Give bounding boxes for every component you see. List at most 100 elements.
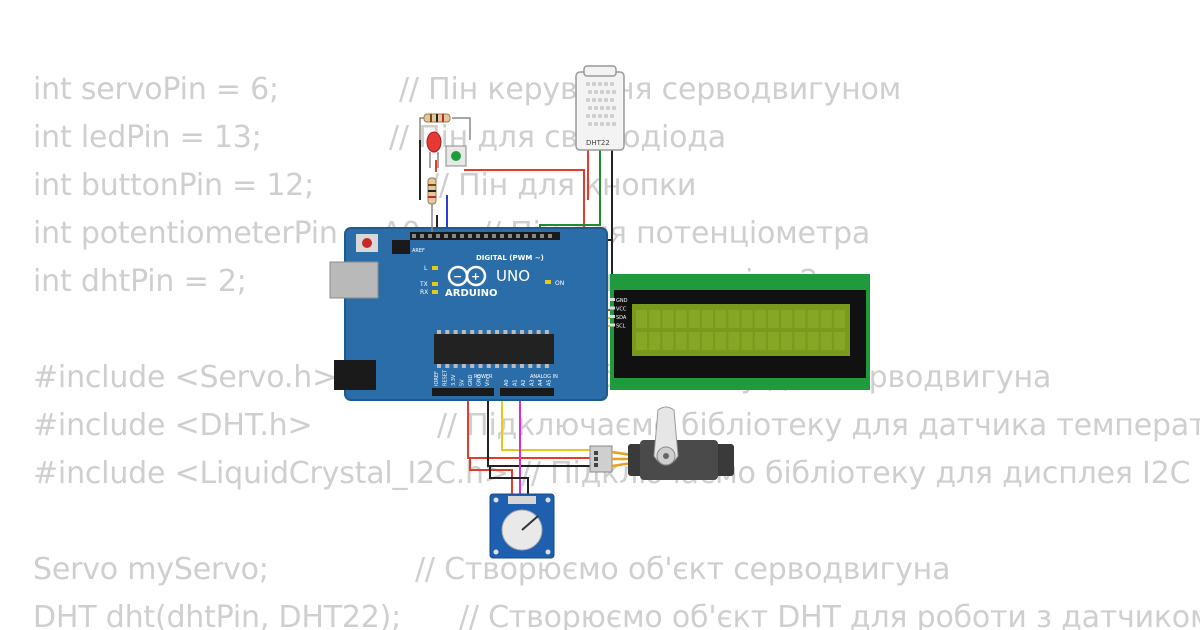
dht-grille-hole bbox=[598, 114, 602, 118]
dht-grille-hole bbox=[610, 98, 614, 102]
digital-pin bbox=[476, 234, 480, 238]
chip-leg bbox=[536, 364, 541, 368]
digital-pin bbox=[436, 234, 440, 238]
chip-leg bbox=[544, 364, 549, 368]
dht-grille-hole bbox=[610, 114, 614, 118]
power-pin-label: GND bbox=[477, 374, 483, 386]
dht-grille-hole bbox=[604, 98, 608, 102]
potentiometer[interactable] bbox=[489, 493, 555, 559]
dht-grille-hole bbox=[612, 90, 616, 94]
dht-grille-hole bbox=[598, 98, 602, 102]
digital-pin bbox=[484, 234, 488, 238]
digital-pin bbox=[428, 234, 432, 238]
lcd-cell bbox=[688, 332, 700, 350]
dht-grille-hole bbox=[592, 114, 596, 118]
code-editor-background: int servoPin = 6;// Пін керування сервод… bbox=[33, 66, 1200, 630]
dht22-sensor[interactable]: DHT22 bbox=[575, 65, 625, 151]
lcd-cell bbox=[728, 332, 740, 350]
lcd-cell bbox=[649, 310, 661, 328]
chip-leg bbox=[528, 330, 533, 334]
lcd-pin bbox=[610, 298, 615, 301]
dht-grille-hole bbox=[594, 106, 598, 110]
lcd-cell bbox=[768, 310, 779, 328]
analog-pin-label: A3 bbox=[530, 379, 536, 386]
dht-grille-hole bbox=[588, 106, 592, 110]
dht-grille-hole bbox=[612, 122, 616, 126]
dht-grille-hole bbox=[600, 122, 604, 126]
analog-pin-label: A2 bbox=[521, 379, 527, 386]
lcd-cell bbox=[675, 332, 687, 350]
lcd-cell bbox=[741, 332, 753, 350]
chip-leg bbox=[461, 364, 466, 368]
chip-leg bbox=[503, 330, 508, 334]
chip-leg bbox=[470, 364, 475, 368]
lcd-cell bbox=[781, 332, 793, 350]
code-statement: #include <DHT.h> bbox=[33, 408, 313, 443]
digital-label: DIGITAL (PWM ~) bbox=[476, 254, 544, 262]
red-led bbox=[426, 131, 442, 153]
chip-legs bbox=[437, 330, 549, 368]
chip-leg bbox=[503, 364, 508, 368]
lcd-cell bbox=[636, 310, 647, 328]
on-label: ON bbox=[555, 280, 564, 287]
chip-leg bbox=[495, 330, 500, 334]
lcd-cell bbox=[688, 310, 700, 328]
power-pin-label: Vin bbox=[485, 378, 491, 386]
dht-grille-hole bbox=[586, 114, 590, 118]
chip-leg bbox=[445, 364, 450, 368]
usb-connector bbox=[329, 261, 379, 299]
lcd-cell bbox=[820, 332, 832, 350]
arduino-uno-board[interactable]: − + ARDUINO UNO DIGITAL (PWM ~) L TX RX … bbox=[329, 227, 608, 401]
dht-grille bbox=[586, 82, 616, 126]
dht-grille-hole bbox=[598, 82, 602, 86]
code-line: Servo myServo;// Створюємо об'єкт сервод… bbox=[33, 546, 1200, 594]
lcd-cell bbox=[741, 310, 753, 328]
code-comment: // Підключаємо бібліотеку для датчика те… bbox=[437, 408, 1200, 443]
power-pin-label: 3.3V bbox=[451, 374, 457, 386]
wire-black-servo bbox=[487, 392, 610, 467]
power-pin-label: GND bbox=[468, 374, 474, 386]
code-comment: // Створюємо об'єкт DHT для роботи з дат… bbox=[459, 600, 1200, 630]
push-button[interactable] bbox=[445, 145, 467, 167]
digital-pin bbox=[516, 234, 520, 238]
digital-pin bbox=[412, 234, 416, 238]
chip-leg bbox=[437, 330, 441, 334]
code-statement: DHT dht(dhtPin, DHT22); bbox=[33, 600, 402, 630]
arduino-model: UNO bbox=[496, 267, 530, 285]
lcd-cell bbox=[649, 332, 661, 350]
dht-grille-hole bbox=[600, 90, 604, 94]
dht-grille-hole bbox=[592, 82, 596, 86]
tx-label: TX bbox=[419, 281, 428, 288]
lcd-cell bbox=[715, 310, 727, 328]
servo-motor[interactable] bbox=[589, 406, 734, 480]
lcd-pin-label: SCL bbox=[616, 324, 626, 330]
digital-pin bbox=[532, 234, 536, 238]
aref-label: AREF bbox=[412, 248, 425, 254]
code-line: #include <DHT.h> // Підключаємо бібліотек… bbox=[33, 402, 1200, 450]
dht-grille-hole bbox=[586, 82, 590, 86]
svg-text:−: − bbox=[453, 270, 462, 283]
digital-pin bbox=[460, 234, 464, 238]
lcd-cell bbox=[702, 332, 713, 350]
digital-pin bbox=[524, 234, 528, 238]
chip-leg bbox=[520, 330, 524, 334]
dht-grille-hole bbox=[610, 82, 614, 86]
dht-grille-hole bbox=[612, 106, 616, 110]
chip-leg bbox=[437, 364, 441, 368]
chip-leg bbox=[445, 330, 450, 334]
digital-pin bbox=[444, 234, 448, 238]
code-line: DHT dht(dhtPin, DHT22); // Створюємо об'є… bbox=[33, 594, 1200, 630]
dht-grille-hole bbox=[588, 122, 592, 126]
lcd-pin bbox=[610, 306, 615, 310]
lcd-cell bbox=[636, 332, 647, 350]
digital-pin bbox=[500, 234, 504, 238]
chip-leg bbox=[453, 364, 458, 368]
lcd-cell bbox=[834, 332, 845, 350]
chip-leg bbox=[536, 330, 541, 334]
dht-grille-hole bbox=[588, 90, 592, 94]
chip-leg bbox=[528, 364, 533, 368]
lcd-cell bbox=[781, 310, 793, 328]
chip-leg bbox=[478, 364, 483, 368]
